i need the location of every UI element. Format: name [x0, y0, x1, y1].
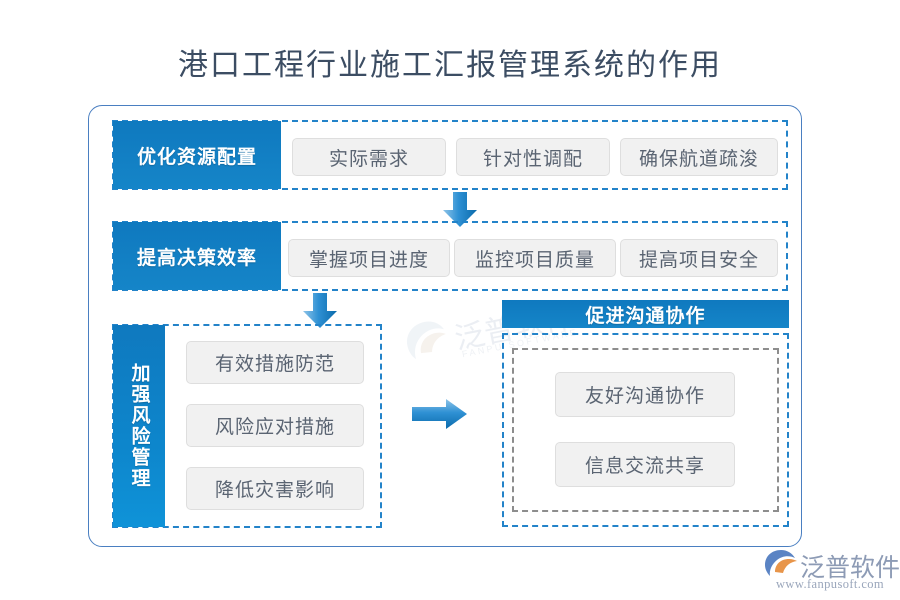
chip-row2-item-1[interactable]: 掌握项目进度 [288, 239, 450, 277]
page-title: 港口工程行业施工汇报管理系统的作用 [178, 49, 722, 82]
chip-row3-item-3[interactable]: 降低灾害影响 [186, 467, 364, 510]
brand-name: 泛普软件 [800, 555, 900, 582]
category-label-row-2[interactable]: 提高决策效率 [113, 222, 281, 290]
chip-row2-item-2[interactable]: 监控项目质量 [454, 239, 616, 277]
arrow-down-row1-row2 [443, 192, 477, 227]
category-label-row-1[interactable]: 优化资源配置 [113, 121, 281, 189]
chip-row1-item-3[interactable]: 确保航道疏浚 [620, 138, 778, 176]
chip-row3-item-1[interactable]: 有效措施防范 [186, 341, 364, 384]
brand-url: www.fanpusoft.com [776, 577, 885, 591]
communication-outer-dashed-frame [502, 333, 789, 527]
chip-communication-item-1[interactable]: 友好沟通协作 [555, 372, 735, 417]
chip-row3-item-2[interactable]: 风险应对措施 [186, 404, 364, 447]
arrow-right-risk-to-communication [412, 399, 467, 429]
arrow-down-row2-row3 [303, 293, 337, 328]
chip-row1-item-1[interactable]: 实际需求 [292, 138, 446, 176]
communication-header[interactable]: 促进沟通协作 [502, 300, 789, 328]
chip-communication-item-2[interactable]: 信息交流共享 [555, 442, 735, 487]
diagram-outer-panel [88, 105, 802, 547]
communication-inner-dashed-frame [512, 348, 779, 512]
category-label-row-3[interactable]: 加强风险管理 [113, 325, 165, 527]
chip-row2-item-3[interactable]: 提高项目安全 [620, 239, 778, 277]
fanpu-logo-icon [765, 550, 797, 576]
chip-row1-item-2[interactable]: 针对性调配 [456, 138, 610, 176]
brand-logo: 泛普软件 www.fanpusoft.com [762, 548, 900, 592]
